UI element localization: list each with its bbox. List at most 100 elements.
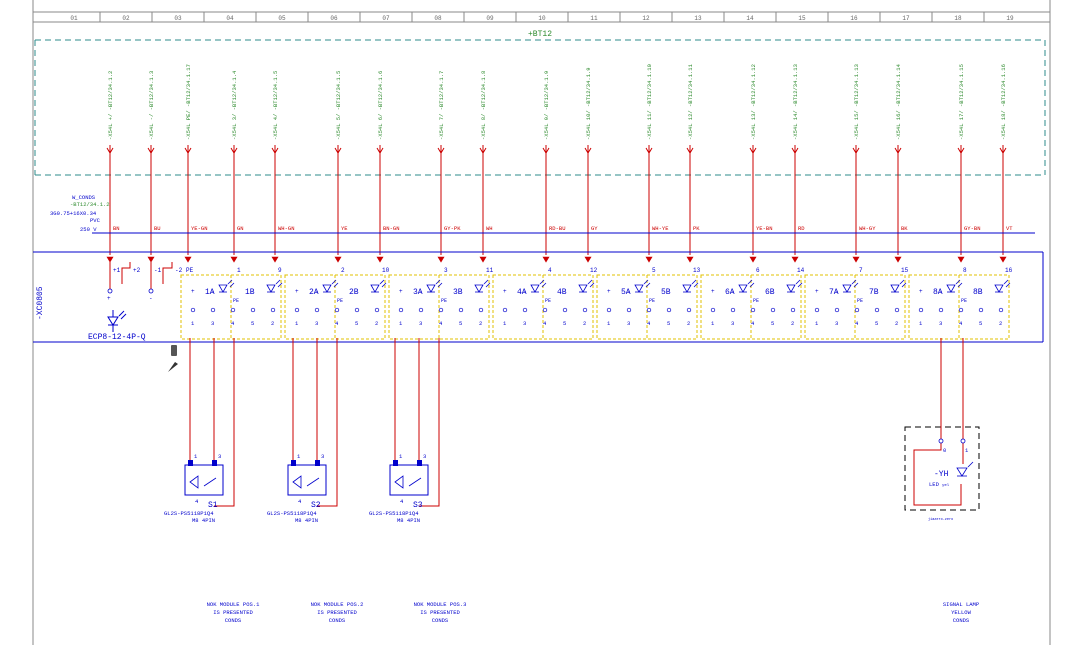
- module-minus: -: [835, 288, 839, 295]
- sensor-part: GL2S-PS5118P1Q4: [164, 510, 214, 517]
- assembly-tag: +BT12: [528, 30, 552, 39]
- module-pin-label: 3: [523, 320, 526, 327]
- note-line: IS PRESENTED: [420, 609, 460, 616]
- cable-ref-label: -X54L 13/ -BT12/34.1.12: [750, 64, 757, 140]
- module-pin-dot: [730, 307, 736, 313]
- wire-color-label: WH: [486, 225, 493, 232]
- cable-name: W_CONDS: [72, 194, 96, 201]
- cable-ref: -BT12/34.1.2: [70, 201, 110, 208]
- wire-color-label: BN-GN: [383, 225, 400, 232]
- sensor-symbol: [394, 475, 404, 489]
- wire-color-label: WH-GN: [278, 225, 295, 232]
- led-ray: [853, 282, 859, 288]
- wires: [106, 145, 1007, 263]
- terminal-label: 16: [1005, 267, 1013, 274]
- sensor-pin-cap: [212, 460, 217, 466]
- led-ray: [435, 279, 441, 285]
- module-pin-label: 4: [231, 320, 235, 327]
- cable-ref-label: -X54L 9/ -BT12/34.1.9: [543, 71, 550, 140]
- led-icon: [218, 284, 228, 293]
- module-pin-label: 5: [979, 320, 982, 327]
- terminal-label: 3: [444, 267, 448, 274]
- module-minus: -: [939, 288, 943, 295]
- module-pin-dot: [314, 307, 320, 313]
- module-pin-label: 4: [751, 320, 755, 327]
- wire-color-label: VT: [1006, 225, 1013, 232]
- sensor-switch: [203, 477, 217, 487]
- lamp-label: LED: [929, 481, 940, 488]
- sensor-id: S1: [208, 501, 218, 510]
- sensor-spec: M8 4PIN: [192, 517, 215, 524]
- led-ray: [229, 282, 235, 288]
- module-pin-label: 2: [687, 320, 690, 327]
- module-pin-dot: [854, 307, 860, 313]
- module-pin-label: 3: [731, 320, 734, 327]
- column-number: 16: [850, 15, 858, 22]
- wire-color-label: YE-BN: [756, 225, 773, 232]
- lamp-pin-a: 0: [943, 447, 946, 454]
- column-number: 04: [226, 15, 234, 22]
- module-minus: -: [731, 288, 735, 295]
- sensor-wire-return: [419, 338, 440, 507]
- terminal-label: 11: [486, 267, 494, 274]
- module-channel-a: 8A: [933, 288, 943, 297]
- cable-ref-label: -X54L 18/ -BT12/34.1.16: [1000, 64, 1007, 140]
- column-number: 18: [954, 15, 962, 22]
- column-number: 08: [434, 15, 442, 22]
- module-channel-a: 6A: [725, 288, 735, 297]
- wire-color-label: YE: [341, 225, 348, 232]
- wire-arrow-top: [686, 147, 694, 154]
- column-number: 02: [122, 15, 130, 22]
- sensor-pin-label: 4: [195, 498, 199, 505]
- module-pin-dot: [478, 307, 484, 313]
- module-pin-dot: [958, 307, 964, 313]
- module-pin-label: 3: [211, 320, 214, 327]
- led-ray: [645, 282, 651, 288]
- module-pin-label: 4: [335, 320, 339, 327]
- cable-ref-label: -X54L 16/ -BT12/34.1.14: [895, 63, 902, 140]
- column-number: 19: [1006, 15, 1014, 22]
- sensor-spec: M8 4PIN: [295, 517, 318, 524]
- module-minus: -: [523, 288, 527, 295]
- module-pin-label: 5: [563, 320, 566, 327]
- module-pin-dot: [582, 307, 588, 313]
- sensor-pin-label: 4: [400, 498, 404, 505]
- sensor-body: [287, 464, 327, 496]
- wire-arrow-top: [999, 147, 1007, 154]
- module-channel-a: 1A: [205, 288, 215, 297]
- module-pin-label: 4: [543, 320, 547, 327]
- led-ray: [333, 282, 339, 288]
- led-ray: [957, 282, 963, 288]
- terminal-label: PE: [186, 267, 194, 274]
- module-pin-dot: [814, 307, 820, 313]
- cable-ref-label: -X54L 17/ -BT12/34.1.15: [958, 64, 965, 140]
- wire-color-label: YE-GN: [191, 225, 208, 232]
- module-pin-label: 1: [191, 320, 195, 327]
- assembly-box: +BT12: [34, 30, 1046, 176]
- module-pin-dot: [210, 307, 216, 313]
- cable-ref-label: -X54L 7/ -BT12/34.1.7: [438, 71, 445, 140]
- module-pin-label: 2: [999, 320, 1002, 327]
- wire-arrow-top: [147, 147, 155, 154]
- led-ray: [795, 279, 801, 285]
- terminal-label: 6: [756, 267, 760, 274]
- cable-ref-label: -X54L PE/ -BT12/34.1.17: [185, 64, 192, 140]
- wire-arrow-top: [271, 147, 279, 154]
- wire-arrow-top: [230, 147, 238, 154]
- module-channel-a: 3A: [413, 288, 423, 297]
- wire-arrow-bottom: [184, 256, 192, 263]
- module-plus: +: [607, 288, 611, 295]
- wire-arrow-top: [957, 147, 965, 154]
- wire-color-label: GY-BN: [964, 225, 981, 232]
- module-pin-dot: [438, 307, 444, 313]
- minus-sign: -: [149, 295, 153, 302]
- lamp-tag: -YH: [934, 470, 949, 479]
- column-number: 10: [538, 15, 546, 22]
- wire-arrow-bottom: [999, 256, 1007, 263]
- cable-info: W_CONDS -BT12/34.1.2 3G0.75+16X0.34 PVC …: [50, 194, 110, 233]
- sensor-part: GL2S-PS5118P1Q4: [369, 510, 419, 517]
